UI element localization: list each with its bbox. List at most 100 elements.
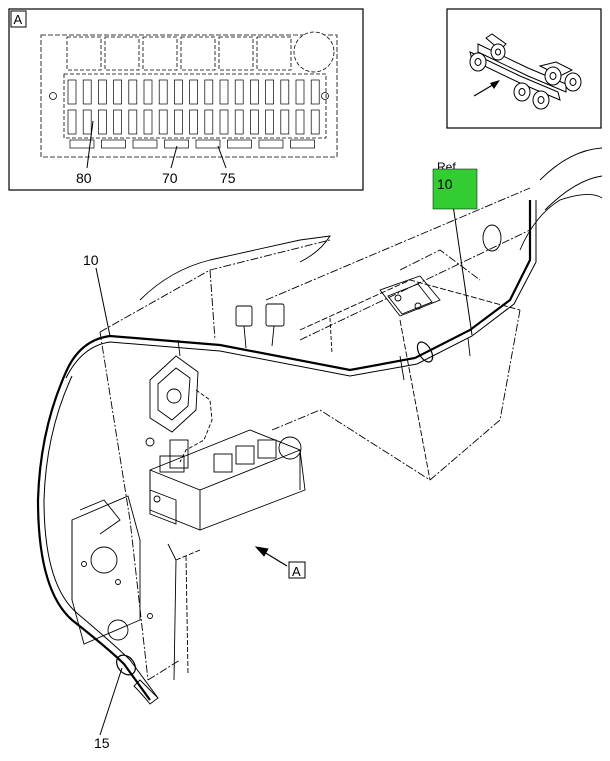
fuse-slot: [132, 139, 158, 149]
view-a-ref-box: [288, 561, 306, 579]
fuse-slot: [113, 79, 122, 105]
fuse-slot: [158, 79, 168, 105]
relay-1: [66, 36, 102, 71]
fuse-slot: [290, 139, 315, 149]
fuse-slot: [128, 79, 138, 105]
locator-arrow-head: [490, 80, 500, 89]
truck-locator-inset: [446, 8, 602, 129]
view-a-arrow-head: [254, 546, 269, 557]
view-a-ref-label: A: [292, 564, 301, 579]
leader-15: [99, 667, 123, 736]
fuse-slot: [310, 79, 320, 105]
leader-ref-10: [452, 204, 473, 336]
fuse-slot: [310, 109, 320, 135]
callout-70: 70: [162, 170, 178, 186]
relay-5: [218, 36, 254, 71]
ref-10-marker[interactable]: Ref 10: [432, 160, 478, 210]
fuse-row-upper: [67, 79, 320, 105]
fuse-slot: [250, 79, 259, 105]
chassis-sketch: [469, 33, 582, 110]
callout-80: 80: [76, 170, 92, 186]
fuse-block: [63, 73, 327, 139]
relay-bracket: [149, 339, 213, 463]
fuse-slot: [67, 79, 77, 105]
fuse-slot: [280, 109, 290, 135]
grommet-10: [416, 341, 434, 363]
fuse-slot: [174, 79, 183, 105]
leader-70: [170, 145, 178, 169]
frame-rail-lower: [544, 175, 603, 211]
cab-floor-edge: [139, 235, 331, 301]
fuse-slot: [101, 139, 126, 149]
harness-15-inner: [43, 375, 159, 699]
relay-row: [66, 36, 292, 71]
fuse-slot: [67, 109, 77, 135]
mount-hole-left: [49, 92, 57, 100]
ref-number: 10: [437, 176, 453, 192]
fuse-slot: [234, 79, 244, 105]
fuse-slot: [128, 109, 138, 135]
fuse-slot: [174, 109, 183, 135]
harness-connectors: [235, 303, 333, 355]
fuse-slot: [69, 139, 95, 149]
leader-10: [95, 267, 111, 337]
harness-10-outer: [64, 200, 532, 373]
fuse-panel-inset: A 80 70 75: [8, 8, 364, 191]
view-a-tag-label: A: [14, 12, 23, 27]
callout-75: 75: [220, 170, 236, 186]
fuse-slot: [113, 109, 122, 135]
fuse-slot: [189, 109, 198, 135]
fuse-panel-assembly: [145, 429, 306, 681]
frame-curve: [519, 194, 603, 251]
fuse-slot: [295, 109, 305, 135]
leader-80: [86, 120, 94, 169]
harness-clips: [399, 337, 471, 381]
fuse-slot: [98, 109, 107, 135]
callout-15: 15: [94, 735, 110, 751]
mount-hole-right: [321, 92, 329, 100]
fuse-slot: [143, 79, 153, 105]
fuse-slot: [189, 79, 198, 105]
grommet-15: [116, 654, 136, 676]
fuse-slot: [258, 139, 284, 149]
fuse-slot: [158, 109, 168, 135]
fuse-slot: [295, 79, 305, 105]
fuse-slot: [265, 79, 274, 105]
fuse-slot: [280, 79, 290, 105]
cab-panel-outlines: [99, 187, 531, 681]
callout-10: 10: [83, 252, 99, 268]
fuse-slot: [204, 79, 214, 105]
fuse-slot: [82, 79, 92, 105]
harness-15-outer: [36, 371, 151, 701]
view-a-tag-box: [10, 10, 27, 28]
fuse-slot: [250, 109, 259, 135]
fuse-slot: [265, 109, 274, 135]
harness-15-end: [133, 679, 159, 705]
fuse-slot: [234, 109, 244, 135]
frame-rail-upper: [539, 147, 603, 181]
fuse-slot: [82, 109, 92, 135]
fuse-row-lower: [67, 109, 320, 135]
harness-10-inner: [65, 200, 537, 379]
main-installation-view: [36, 147, 603, 736]
relay-4: [180, 36, 216, 71]
relay-6: [256, 36, 292, 71]
fuse-panel-body: [40, 34, 338, 158]
fuse-slot: [195, 139, 221, 149]
fuse-slot: [227, 139, 252, 149]
circuit-breaker-row: [69, 139, 315, 149]
relay-3: [142, 36, 178, 71]
switch-plate: [71, 495, 153, 645]
fuse-slot: [143, 109, 153, 135]
ref-10-highlight-box[interactable]: [432, 168, 478, 210]
relay-2: [104, 36, 140, 71]
fuse-slot: [98, 79, 107, 105]
view-a-arrow-shaft: [263, 551, 288, 567]
fuse-slot: [204, 109, 214, 135]
battery-box: [299, 224, 521, 481]
fuse-slot: [219, 79, 229, 105]
flasher-can: [293, 31, 335, 73]
leader-75: [217, 145, 227, 169]
fuse-slot: [219, 109, 229, 135]
